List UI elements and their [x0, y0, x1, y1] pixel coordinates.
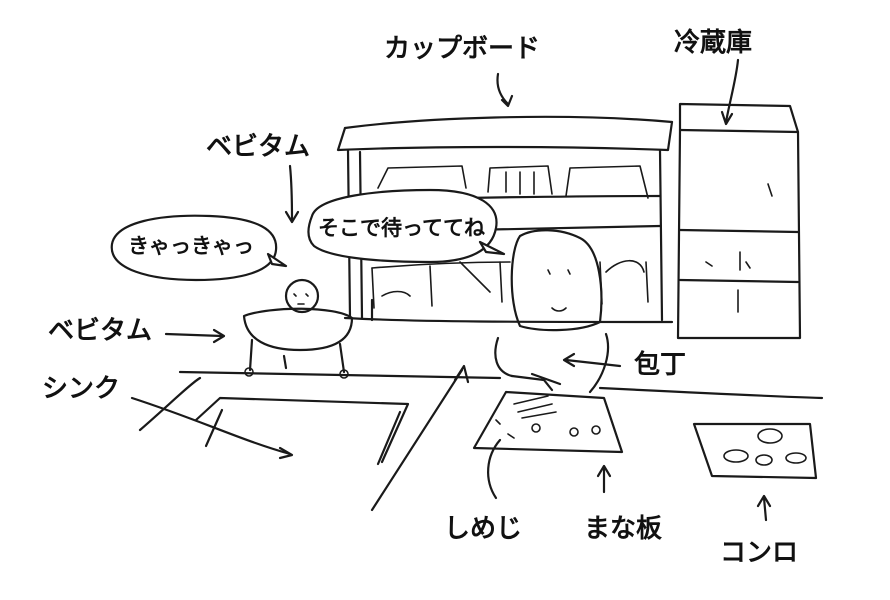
fridge-drawing — [676, 102, 802, 340]
cupboard-label: カップボード — [384, 34, 541, 64]
bebitamu-label-left: ベビタム — [48, 316, 153, 346]
fridge-label: 冷蔵庫 — [674, 28, 753, 58]
speech-bubbles — [110, 188, 506, 282]
stove-drawing — [692, 422, 818, 480]
sink-label: シンク — [42, 374, 121, 404]
baby-speech-text: きゃっきゃっ — [128, 234, 254, 258]
baby-walker-drawing — [242, 278, 354, 379]
stove-label: コンロ — [720, 538, 799, 568]
mother-speech-text: そこで待っててね — [318, 216, 485, 240]
pointer-arrows — [130, 58, 772, 522]
knife-label: 包丁 — [634, 350, 687, 380]
counter-drawing — [138, 364, 824, 512]
woman-drawing — [494, 229, 610, 394]
cutting-board-label: まな板 — [584, 514, 663, 544]
cutting-board-drawing — [472, 390, 624, 454]
bebitamu-label-top: ベビタム — [206, 132, 311, 162]
shimeji-label: しめじ — [444, 514, 523, 544]
